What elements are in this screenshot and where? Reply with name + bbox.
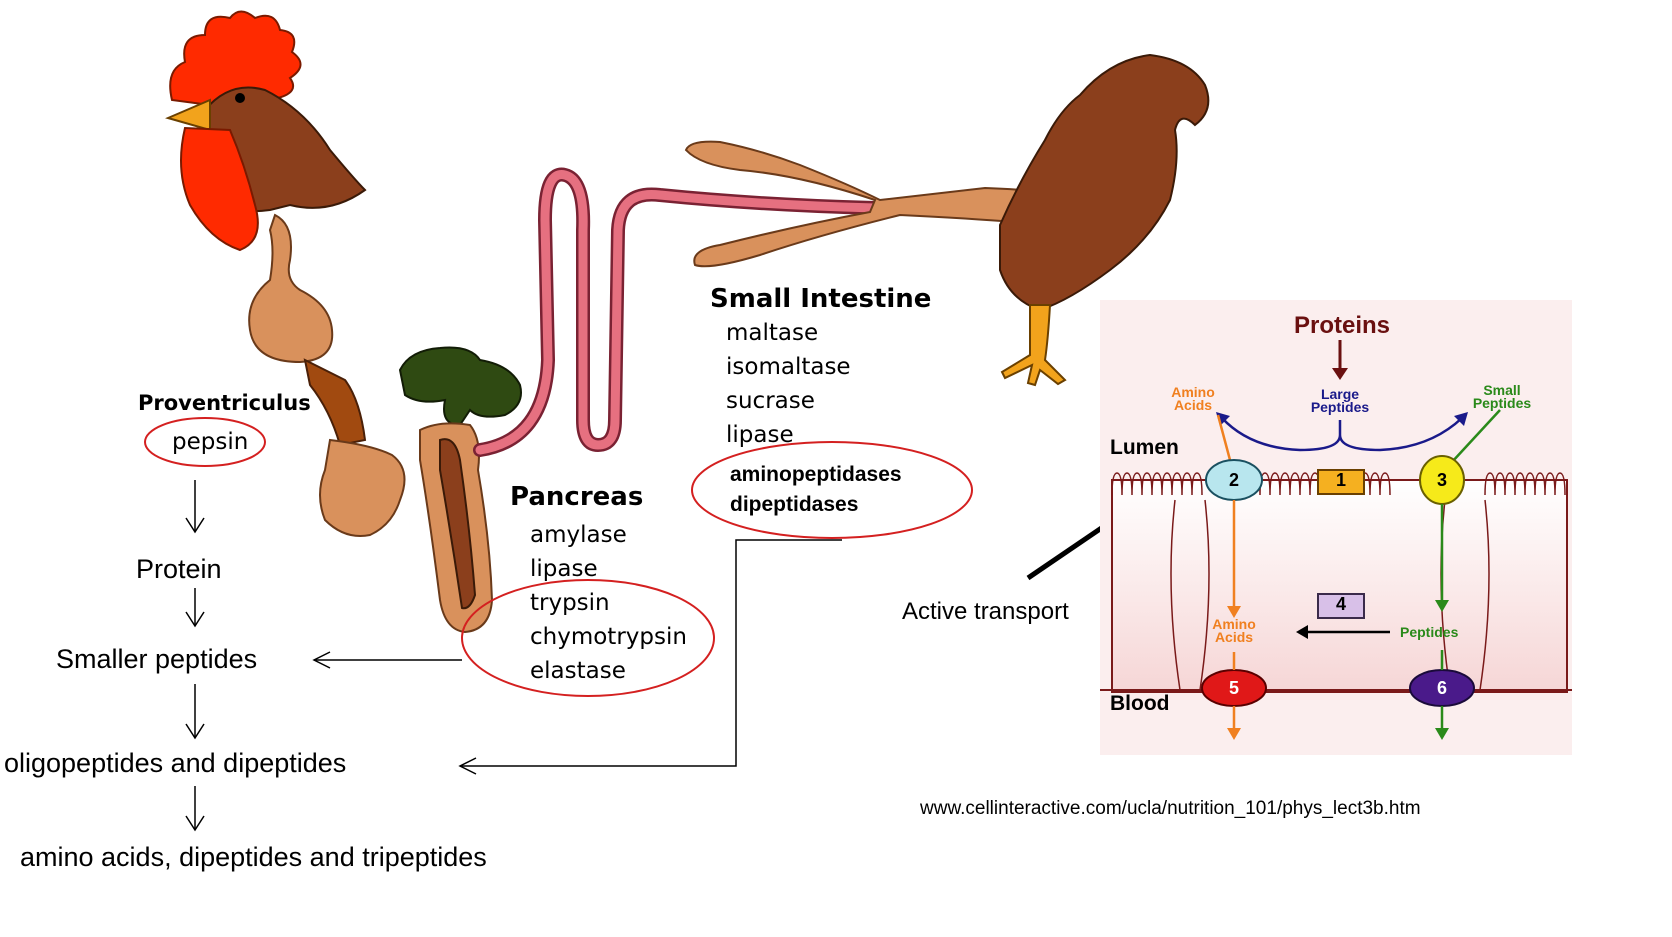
rooster-leg (1002, 305, 1065, 385)
si-enzyme-lipase: lipase (726, 418, 794, 452)
si-enzyme-dipeptidases: dipeptidases (730, 490, 858, 520)
liver (400, 348, 521, 426)
inset-lumen-label: Lumen (1110, 436, 1179, 460)
small-line-2: Peptides (1473, 395, 1531, 411)
enterocyte (1112, 480, 1567, 692)
si-enzyme-isomaltase: isomaltase (726, 350, 851, 384)
num-1: 1 (1328, 470, 1354, 491)
flow-smaller-peptides: Smaller peptides (56, 644, 257, 675)
large-line-2: Peptides (1311, 399, 1369, 415)
pancreas-enzyme-amylase: amylase (530, 518, 627, 552)
si-enzyme-aminopeptidases: aminopeptidases (730, 460, 902, 490)
proventriculus-organ (305, 360, 365, 445)
pancreas-title: Pancreas (510, 482, 643, 512)
si-enzyme-maltase: maltase (726, 316, 818, 350)
si-enzyme-sucrase: sucrase (726, 384, 815, 418)
inset-proteins-label: Proteins (1272, 312, 1412, 340)
pepsin-label: pepsin (172, 425, 248, 459)
pancreas-enzyme-chymotrypsin: chymotrypsin (530, 620, 687, 654)
rooster-beak (168, 100, 210, 130)
rooster-tail (1000, 55, 1208, 310)
crop (249, 215, 332, 362)
num-5: 5 (1221, 678, 1247, 699)
source-url: www.cellinteractive.com/ucla/nutrition_1… (920, 798, 1421, 820)
pancreas-enzyme-trypsin: trypsin (530, 586, 610, 620)
amino-line-2: Acids (1174, 397, 1212, 413)
inset-blood-label: Blood (1110, 692, 1169, 716)
flow-oligopeptides: oligopeptides and dipeptides (4, 748, 346, 779)
active-transport-label: Active transport (902, 598, 1069, 626)
amino-mid-line-2: Acids (1215, 629, 1253, 645)
inset-peptides-label: Peptides (1400, 624, 1458, 640)
pancreas-enzyme-lipase: lipase (530, 552, 598, 586)
num-4: 4 (1328, 594, 1354, 615)
num-2: 2 (1221, 470, 1247, 491)
num-3: 3 (1429, 470, 1455, 491)
flow-amino-acids: amino acids, dipeptides and tripeptides (20, 842, 487, 873)
small-intestine-title: Small Intestine (710, 284, 931, 314)
proventriculus-title: Proventriculus (138, 391, 311, 415)
flow-protein: Protein (136, 554, 222, 585)
pancreas-enzyme-elastase: elastase (530, 654, 626, 688)
gizzard (320, 440, 405, 536)
num-6: 6 (1429, 678, 1455, 699)
rooster-eye (235, 93, 245, 103)
